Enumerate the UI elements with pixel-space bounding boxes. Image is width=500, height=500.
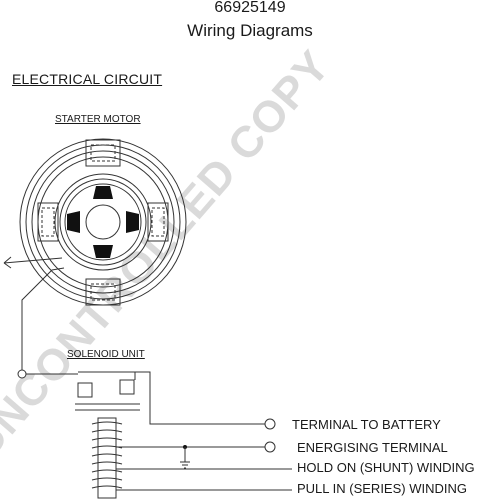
motor-lead-wire (21, 267, 65, 372)
battery-terminal (264, 418, 276, 430)
part-number: 66925149 (214, 0, 286, 16)
solenoid-unit (75, 371, 265, 425)
legend-energising-terminal: ENERGISING TERMINAL (297, 440, 448, 455)
section-title: ELECTRICAL CIRCUIT (12, 71, 163, 87)
energising-terminal (264, 441, 276, 453)
brushes (67, 186, 139, 258)
legend-pull-in-winding: PULL IN (SERIES) WINDING (297, 481, 467, 496)
starter-motor-housing (19, 138, 187, 306)
terminal-wires (116, 445, 292, 491)
solenoid-unit-label: SOLENOID UNIT (67, 349, 145, 360)
legend-hold-on-winding: HOLD ON (SHUNT) WINDING (297, 460, 475, 475)
motor-terminal (17, 369, 27, 379)
field-coils (37, 139, 169, 306)
motor-exit-arrow (3, 257, 63, 264)
legend-battery-terminal: TERMINAL TO BATTERY (292, 417, 441, 432)
page-title: Wiring Diagrams (187, 21, 313, 40)
starter-motor-label: STARTER MOTOR (55, 114, 141, 125)
solenoid-coil (91, 417, 123, 499)
